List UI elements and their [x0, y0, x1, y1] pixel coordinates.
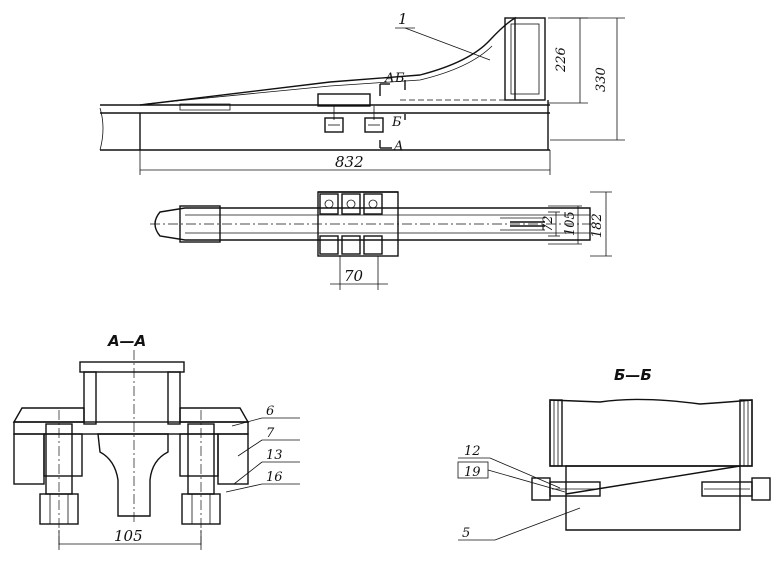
- callout-6: 6: [266, 404, 274, 419]
- callout-13: 13: [266, 448, 283, 463]
- section-aa: [12, 350, 300, 550]
- cut-b-top-label: Б: [394, 71, 405, 86]
- dim-182: 182: [590, 213, 605, 238]
- callout-19: 19: [464, 465, 481, 480]
- cut-b-bottom-label: Б: [391, 115, 402, 130]
- section-bb-title: Б—Б: [614, 366, 652, 384]
- dim-70: 70: [344, 267, 364, 285]
- section-aa-title: А—А: [107, 332, 146, 350]
- dim-105: 105: [563, 211, 578, 236]
- elevation-view: [99, 16, 625, 175]
- callout-12: 12: [464, 444, 481, 459]
- callout-5: 5: [462, 526, 470, 541]
- dim-105-aa: 105: [114, 527, 143, 545]
- dim-72: 72: [541, 215, 556, 232]
- callout-16: 16: [266, 470, 283, 485]
- dim-832: 832: [335, 153, 364, 171]
- section-bb: [457, 398, 771, 541]
- dim-226: 226: [554, 47, 569, 73]
- plan-view: [150, 191, 612, 290]
- callout-7: 7: [266, 426, 275, 441]
- cut-a-top-label: A: [384, 71, 394, 86]
- callout-1: 1: [398, 10, 408, 28]
- cut-a-bottom-label: A: [393, 139, 403, 154]
- dim-330: 330: [594, 67, 609, 92]
